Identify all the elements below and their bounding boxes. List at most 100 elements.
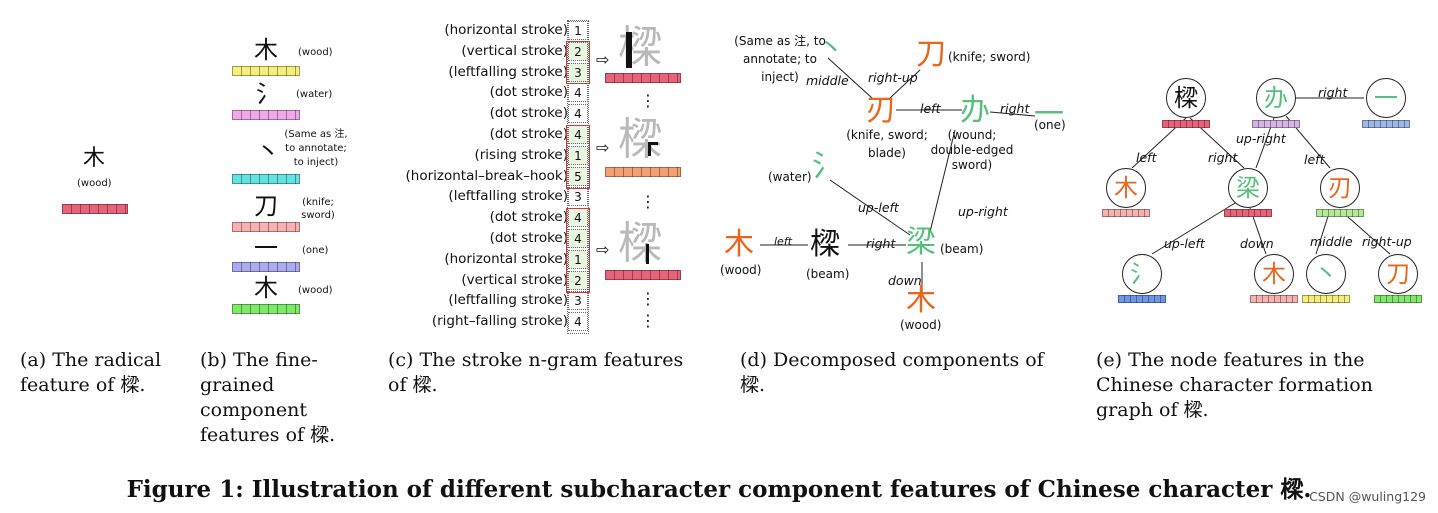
highlight-stroke — [626, 32, 632, 68]
ngram-feature-bar — [605, 167, 681, 177]
gloss-one: (one) — [1034, 118, 1066, 132]
stroke-number-column — [567, 20, 589, 334]
ngram-feature-bar — [605, 270, 681, 280]
node-beam: 梁 — [906, 225, 936, 260]
radical-gloss: (wood) — [77, 178, 112, 189]
edge-label: down — [1240, 236, 1274, 251]
stroke-name: (leftfalling stroke) — [448, 188, 568, 205]
node-feature-bar — [1252, 120, 1300, 128]
node-feature-bar — [1362, 120, 1410, 128]
component-feature-bar — [232, 174, 300, 184]
node-water: 氵 — [812, 149, 842, 184]
component-char: 木 — [254, 36, 278, 64]
stroke-number: 3 — [568, 187, 588, 207]
graph-node: 办 — [1256, 78, 1296, 118]
edge-label: left — [1136, 150, 1157, 165]
node-feature-bar — [1250, 295, 1298, 303]
component-feature-bar — [232, 262, 300, 272]
stroke-name: (dot stroke) — [489, 230, 568, 246]
node-feature-bar — [1118, 295, 1166, 303]
stroke-name: (leftfalling stroke) — [448, 63, 568, 80]
gloss-water: (water) — [768, 170, 812, 184]
gloss-wound: (wound; double-edged sword) — [930, 128, 1014, 172]
node-feature-bar — [1162, 120, 1210, 128]
ngram-group-box — [566, 208, 590, 293]
stroke-name: (dot stroke) — [489, 209, 568, 226]
stroke-name: (rising stroke) — [474, 146, 568, 163]
stroke-number: 4 — [568, 83, 588, 103]
gloss-blade: (knife, sword; blade) — [846, 128, 928, 160]
gloss-knife: (knife; sword) — [948, 50, 1031, 64]
component-char: 木 — [254, 274, 278, 302]
component-char: 一 — [254, 234, 278, 262]
node-main: 樑 — [810, 227, 840, 262]
edge-label: middle — [806, 73, 849, 88]
edge-label: up-right — [958, 204, 1008, 219]
gloss-wood-bottom: (wood) — [900, 318, 942, 332]
graph-node: 刃 — [1320, 168, 1360, 208]
stroke-number: 3 — [568, 62, 588, 82]
edge-label: up-left — [1164, 236, 1205, 251]
node-blade: 刃 — [866, 93, 896, 128]
stroke-number: 2 — [568, 41, 588, 61]
edge-label: right-up — [868, 70, 918, 85]
node-feature-bar — [1374, 295, 1422, 303]
component-feature-bar — [232, 66, 300, 76]
node-wound: 办 — [960, 93, 990, 128]
ngram-group-box — [566, 125, 590, 189]
ellipsis: ⋮ — [640, 289, 656, 308]
ngram-char: 樑 — [618, 218, 662, 269]
figure-caption: Figure 1: Illustration of different subc… — [126, 476, 1312, 503]
stroke-name: (horizontal stroke) — [444, 250, 568, 267]
component-gloss: (water) — [296, 89, 333, 100]
radical-char: 木 — [83, 146, 106, 171]
gloss-beam: (beam) — [940, 242, 984, 256]
ngram-group-box — [566, 41, 590, 84]
node-feature-bar — [1102, 209, 1150, 217]
stroke-name: (dot stroke) — [489, 105, 568, 122]
stroke-number: 5 — [568, 166, 588, 186]
node-feature-bar — [1302, 295, 1350, 303]
node-wood-bottom: 木 — [906, 283, 936, 318]
arrow-right-icon: ⇨ — [596, 138, 610, 157]
edge-label: left — [1304, 152, 1325, 167]
stroke-number: 4 — [568, 229, 588, 248]
stroke-number: 1 — [568, 145, 588, 165]
stroke-name: (horizontal–break–hook) — [405, 167, 568, 184]
caption-a: (a) The radical feature of 樑. — [20, 349, 162, 396]
node-wood-left: 木 — [724, 227, 754, 262]
watermark: CSDN @wuling129 — [1309, 489, 1426, 504]
stroke-name: (horizontal stroke) — [444, 22, 568, 38]
ellipsis: ⋮ — [640, 91, 656, 110]
component-gloss: (one) — [302, 245, 329, 256]
ellipsis: ⋮ — [640, 311, 656, 330]
caption-e: (e) The node features in the Chinese cha… — [1096, 349, 1373, 421]
edge-label: up-right — [1236, 131, 1286, 146]
component-char: 丶 — [256, 138, 280, 166]
component-gloss: (wood) — [298, 285, 333, 296]
graph-node: 一 — [1366, 78, 1406, 118]
stroke-number: 4 — [568, 208, 588, 228]
edge-label: up-left — [858, 200, 899, 215]
arrow-right-icon: ⇨ — [596, 50, 610, 69]
ngram-char: 樑 — [618, 22, 662, 73]
edge-label: middle — [1310, 234, 1353, 249]
edge-label: left — [920, 101, 941, 116]
edge-label: right-up — [1362, 234, 1412, 249]
component-gloss: (wood) — [298, 47, 333, 58]
stroke-name: (dot stroke) — [489, 126, 568, 142]
ngram-char: 樑 — [618, 114, 662, 165]
stroke-name: (dot stroke) — [489, 84, 568, 101]
arrow-right-icon: ⇨ — [596, 240, 610, 259]
caption-d: (d) Decomposed components of 樑. — [740, 349, 1044, 396]
panel-b: 木 (wood) 氵 (water) 丶 (Same as 注, to anno… — [190, 0, 390, 340]
caption-b: (b) The fine-grained component features … — [200, 349, 336, 446]
radical-feature-bar — [62, 204, 128, 214]
decomposition-edges — [760, 57, 1036, 292]
component-gloss: (knife; sword) — [301, 197, 335, 221]
ngram-feature-bar — [605, 73, 681, 83]
stroke-name: (right–falling stroke) — [431, 313, 568, 330]
graph-node: 刀 — [1378, 254, 1418, 294]
stroke-number: 4 — [568, 125, 588, 144]
node-dot: 丶 — [818, 34, 845, 64]
